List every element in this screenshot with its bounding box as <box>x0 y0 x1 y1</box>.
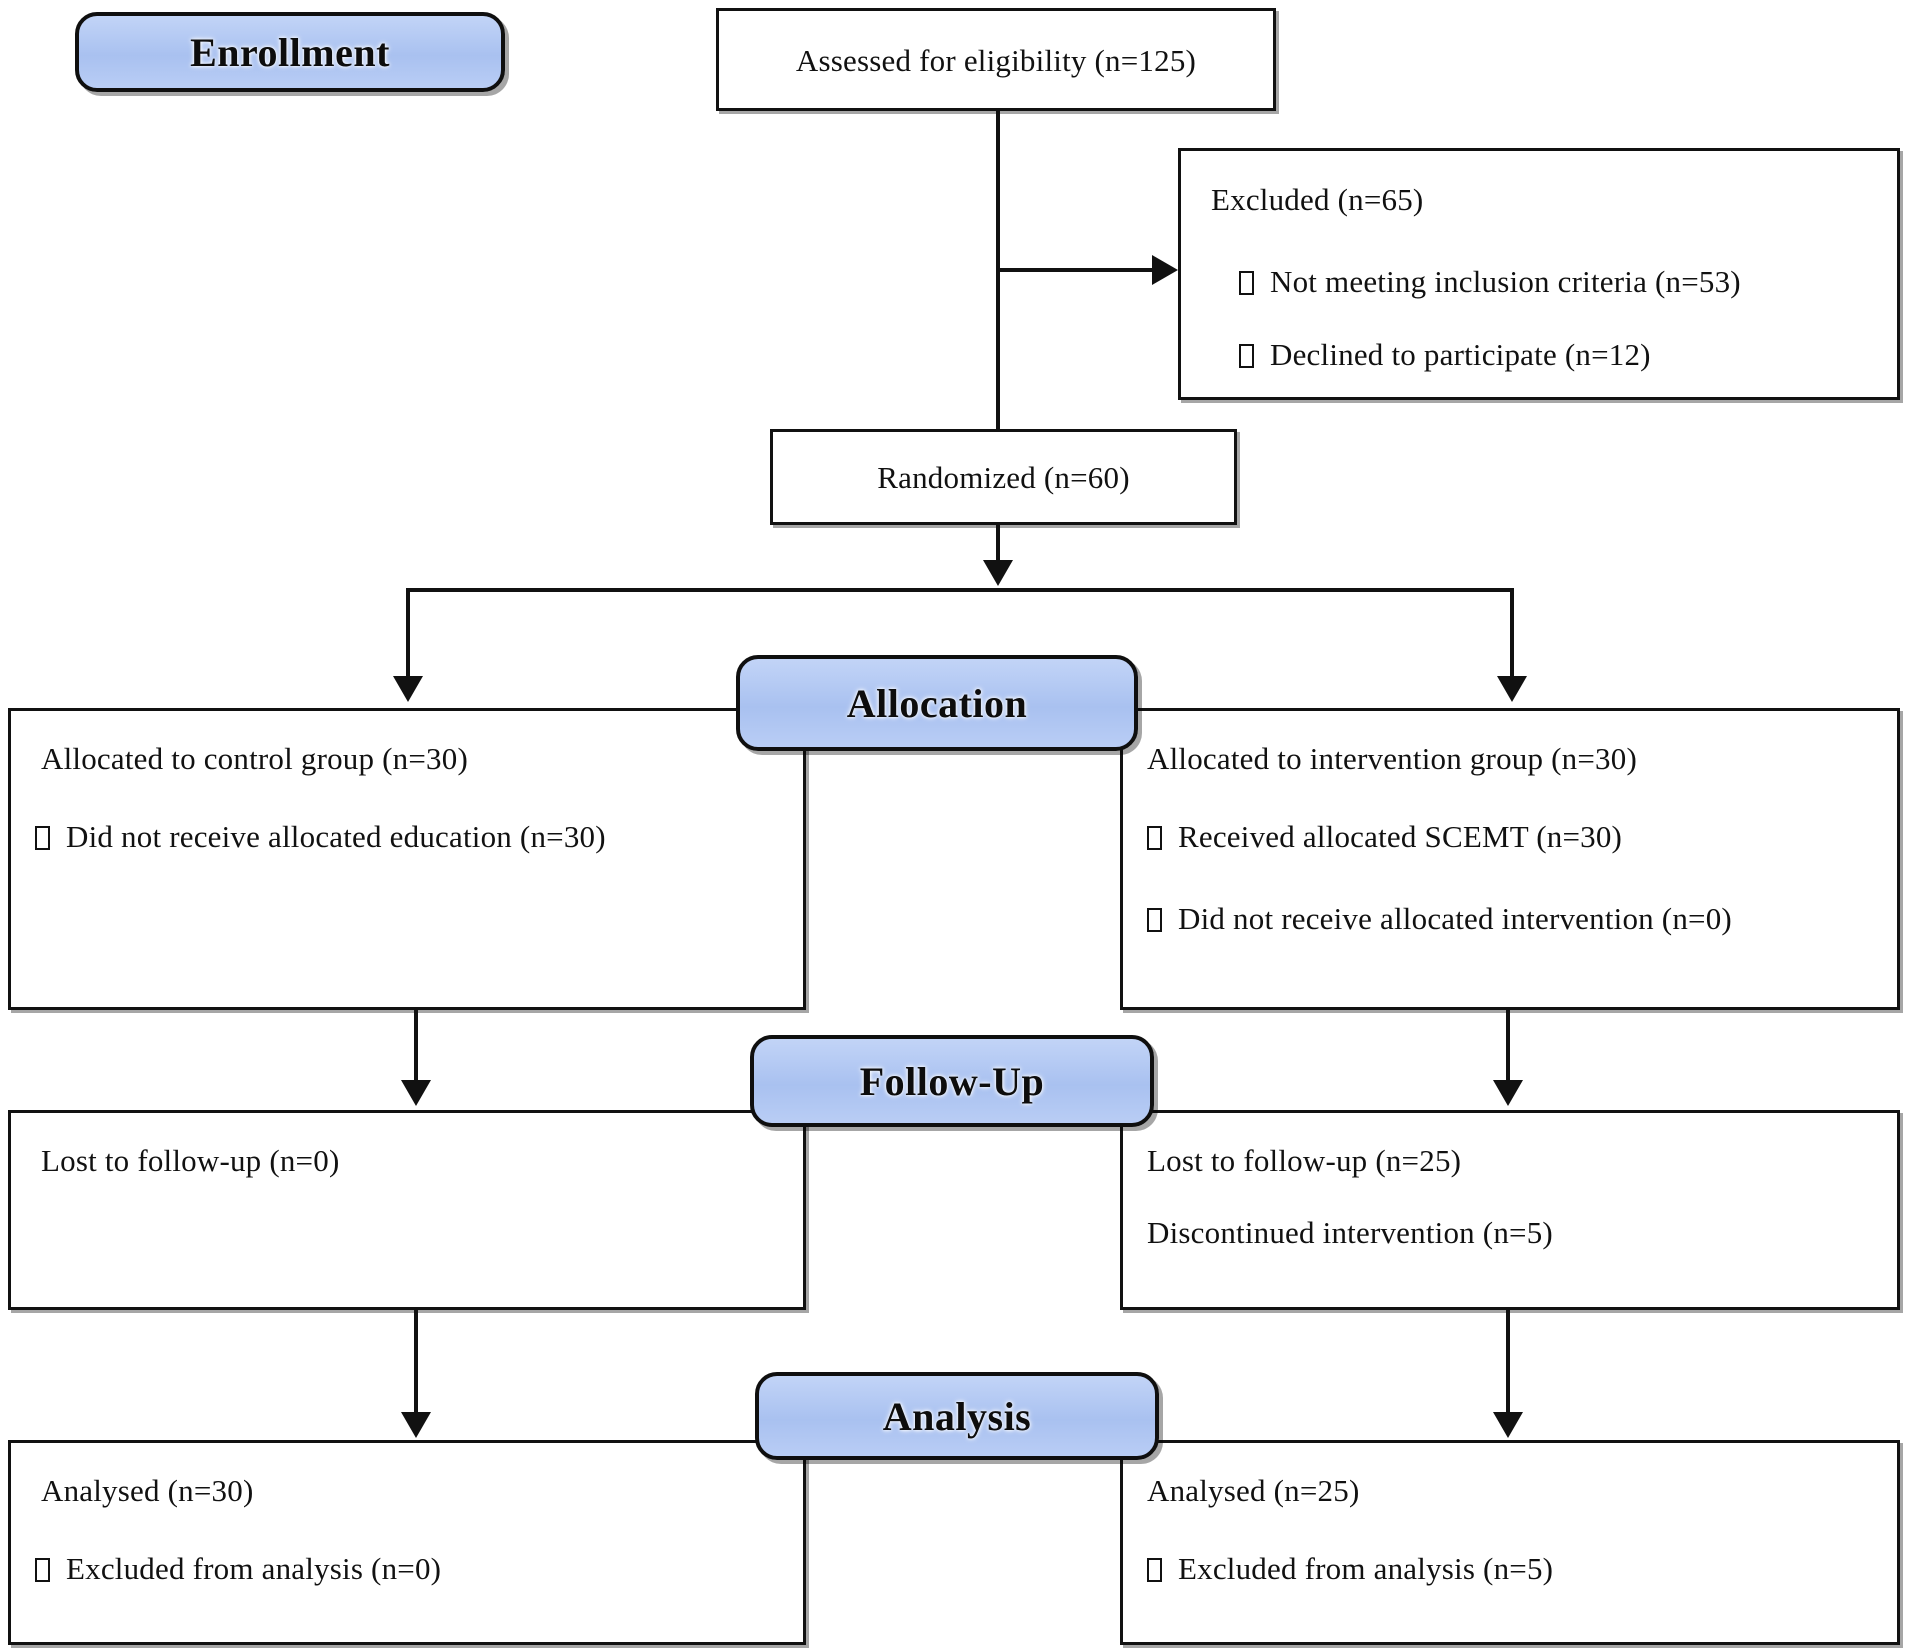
box-followup-intervention: Lost to follow-up (n=25) Discontinued in… <box>1120 1110 1900 1310</box>
arrow-intervention-allocation-to-followup <box>1493 1080 1523 1106</box>
connector-intervention-followup-to-analysis <box>1506 1310 1510 1414</box>
allocated-control-item-label: Did not receive allocated education (n=3… <box>66 819 606 854</box>
bullet-icon <box>1147 908 1162 932</box>
followup-intervention-line: Lost to follow-up (n=25) <box>1147 1143 1462 1178</box>
bullet-icon <box>1239 344 1254 368</box>
arrow-split-to-control <box>393 676 423 702</box>
box-analysis-intervention: Analysed (n=25) Excluded from analysis (… <box>1120 1440 1900 1645</box>
arrow-randomized-to-split <box>983 560 1013 586</box>
box-excluded: Excluded (n=65) Not meeting inclusion cr… <box>1178 148 1900 400</box>
followup-intervention-line: Discontinued intervention (n=5) <box>1147 1215 1553 1250</box>
excluded-item-label: Not meeting inclusion criteria (n=53) <box>1270 264 1741 299</box>
allocated-intervention-item-label: Received allocated SCEMT (n=30) <box>1178 819 1623 854</box>
connector-to-excluded <box>996 268 1154 272</box>
arrow-to-excluded <box>1152 255 1178 285</box>
excluded-item: Not meeting inclusion criteria (n=53) <box>1239 264 1741 299</box>
box-allocated-control: Allocated to control group (n=30) Did no… <box>8 708 806 1010</box>
analysis-control-item-label: Excluded from analysis (n=0) <box>66 1551 442 1586</box>
randomized-text: Randomized (n=60) <box>877 460 1130 495</box>
connector-split-left-down <box>406 588 410 678</box>
arrow-intervention-followup-to-analysis <box>1493 1412 1523 1438</box>
arrow-control-allocation-to-followup <box>401 1080 431 1106</box>
stage-badge-analysis: Analysis <box>755 1372 1159 1460</box>
stage-badge-enrollment: Enrollment <box>75 12 505 92</box>
excluded-heading: Excluded (n=65) <box>1211 182 1424 217</box>
box-analysis-control: Analysed (n=30) Excluded from analysis (… <box>8 1440 806 1645</box>
box-followup-control: Lost to follow-up (n=0) <box>8 1110 806 1310</box>
allocated-intervention-item-label: Did not receive allocated intervention (… <box>1178 901 1732 936</box>
excluded-item-label: Declined to participate (n=12) <box>1270 337 1651 372</box>
analysis-intervention-heading: Analysed (n=25) <box>1147 1473 1360 1508</box>
stage-badge-followup-label: Follow-Up <box>859 1058 1045 1104</box>
analysis-control-heading: Analysed (n=30) <box>41 1473 254 1508</box>
box-assessed-for-eligibility: Assessed for eligibility (n=125) <box>716 8 1276 111</box>
connector-split-right-down <box>1510 588 1514 678</box>
connector-intervention-allocation-to-followup <box>1506 1010 1510 1082</box>
stage-badge-allocation: Allocation <box>736 655 1138 751</box>
bullet-icon <box>35 826 50 850</box>
allocated-intervention-item: Did not receive allocated intervention (… <box>1147 901 1732 936</box>
allocated-intervention-heading: Allocated to intervention group (n=30) <box>1147 741 1637 776</box>
bullet-icon <box>1239 271 1254 295</box>
bullet-icon <box>1147 826 1162 850</box>
stage-badge-allocation-label: Allocation <box>846 680 1028 726</box>
box-randomized: Randomized (n=60) <box>770 429 1237 525</box>
allocated-intervention-item: Received allocated SCEMT (n=30) <box>1147 819 1623 854</box>
bullet-icon <box>1147 1558 1162 1582</box>
stage-badge-analysis-label: Analysis <box>882 1393 1032 1439</box>
connector-randomized-down <box>996 525 1000 565</box>
stage-badge-enrollment-label: Enrollment <box>190 29 390 75</box>
arrow-control-followup-to-analysis <box>401 1412 431 1438</box>
excluded-item: Declined to participate (n=12) <box>1239 337 1651 372</box>
connector-allocation-split <box>406 588 1514 592</box>
analysis-intervention-item-label: Excluded from analysis (n=5) <box>1178 1551 1554 1586</box>
arrow-split-to-intervention <box>1497 676 1527 702</box>
connector-control-allocation-to-followup <box>414 1010 418 1082</box>
followup-control-line: Lost to follow-up (n=0) <box>41 1143 340 1178</box>
allocated-control-heading: Allocated to control group (n=30) <box>41 741 468 776</box>
box-allocated-intervention: Allocated to intervention group (n=30) R… <box>1120 708 1900 1010</box>
bullet-icon <box>35 1558 50 1582</box>
analysis-control-item: Excluded from analysis (n=0) <box>35 1551 442 1586</box>
assessed-for-eligibility-text: Assessed for eligibility (n=125) <box>795 43 1197 78</box>
allocated-control-item: Did not receive allocated education (n=3… <box>35 819 606 854</box>
connector-control-followup-to-analysis <box>414 1310 418 1414</box>
stage-badge-followup: Follow-Up <box>750 1035 1154 1127</box>
analysis-intervention-item: Excluded from analysis (n=5) <box>1147 1551 1554 1586</box>
